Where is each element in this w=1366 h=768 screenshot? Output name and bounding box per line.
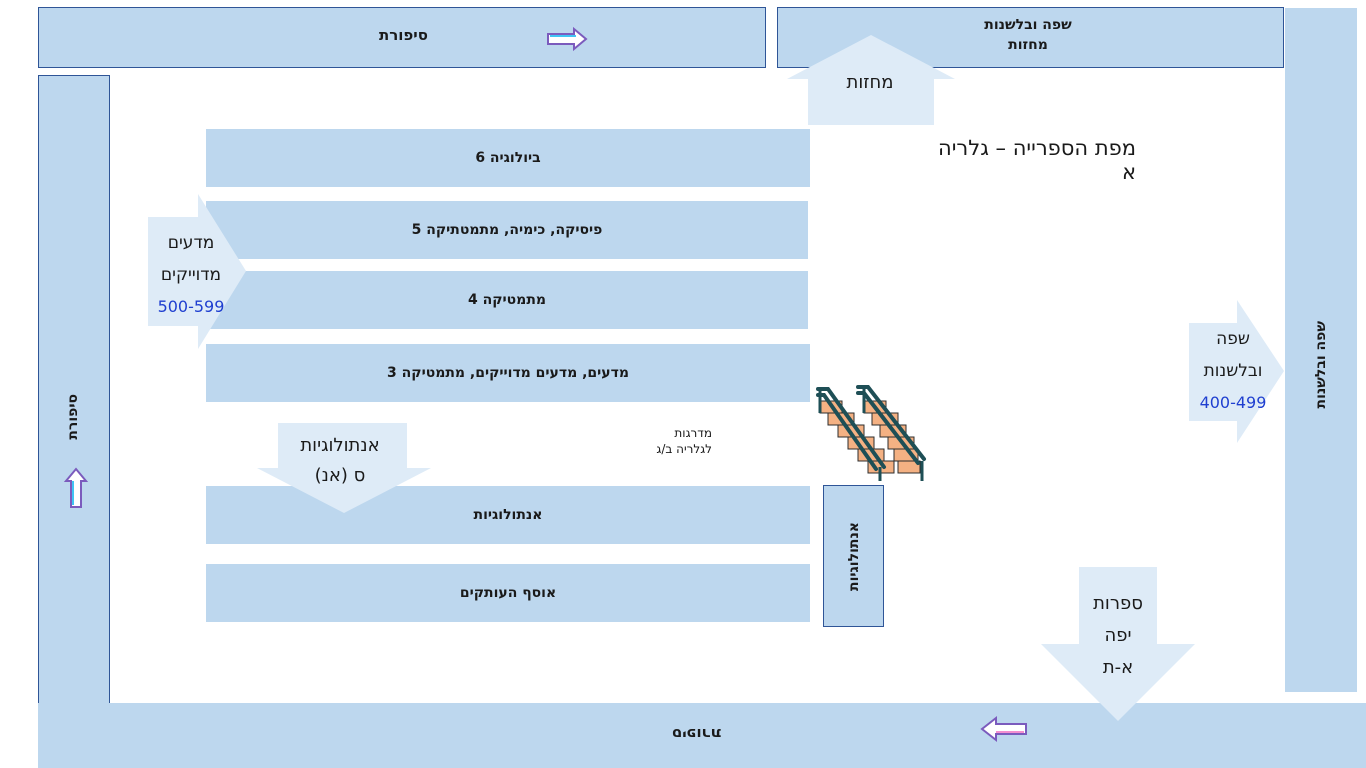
stairs-line2: לגלריה ב/ג [656,442,712,456]
shelf-sciences: מדעים, מדעים מדוייקים, מתמטיקה 3 [206,344,810,402]
top-fiction-label: סיפורת [379,26,428,44]
plays-arrow-label: מחזות [846,72,894,93]
arrow-right-icon [547,26,588,52]
right-language-bar: שפה ובלשנות [1285,8,1357,692]
anthologies-arrow-label: אנתולוגיות ס (אנ) [285,431,395,491]
arrow-left-icon [980,715,1027,743]
fiction-line2: יפה [1104,625,1132,646]
fiction-line1: ספרות [1093,593,1143,614]
left-fiction-label: סיפורת [65,394,81,440]
fiction-line3: א-ת [1102,657,1134,678]
sciences-range: 500-599 [157,297,225,316]
language-line1: שפה [1216,329,1250,349]
shelf-mathematics: מתמטיקה 4 [206,271,808,329]
shelf-copies-collection: אוסף העותקים [206,564,810,622]
language-line2: ובלשנות [1203,361,1263,381]
fiction-arrow-label: ספרות יפה א-ת [1078,588,1158,684]
stairs-label: מדרגות לגלריה ב/ג [630,425,712,457]
stairs-icon [816,385,926,481]
shelf-anthologies: אנתולוגיות [206,486,810,544]
shelf-biology: ביולוגיה 6 [206,129,810,187]
top-fiction-bar: סיפורת [38,7,766,68]
shelf-physics-chemistry: פיסיקה, כימיה, מתמטתיקה 5 [206,201,808,259]
left-fiction-bar: סיפורת [38,75,110,705]
fiction-arrow-shape [1041,567,1195,721]
language-arrow-label: שפה ובלשנות 400-499 [1193,323,1273,419]
right-language-label: שפה ובלשנות [1313,321,1329,409]
arrow-up-icon [63,467,89,508]
anthologies-arrow-shape [257,423,431,513]
sciences-arrow-shape [148,194,246,349]
shelf-anthologies-vertical: אנתולוגיות [823,485,884,627]
anthologies-line1: אנתולוגיות [300,435,380,456]
anthologies-line2: ס (אנ) [314,465,366,486]
top-language-label: שפה ובלשנות [984,17,1072,33]
plays-arrow-shape [787,35,955,125]
sciences-line1: מדעים [167,233,215,253]
page-title: מפת הספרייה – גלריה א [938,136,1136,184]
bottom-fiction-bar: סיפורת [38,703,1366,768]
stairs-line1: מדרגות [674,426,712,440]
language-range: 400-499 [1199,393,1267,412]
sciences-line2: מדוייקים [160,265,222,285]
shelf-anthologies-vertical-label: אנתולוגיות [845,521,862,591]
bottom-fiction-label: סיפורת [672,725,721,743]
sciences-arrow-label: מדעים מדוייקים 500-599 [150,227,232,323]
top-plays-label: מחזות [1008,37,1048,53]
language-arrow-shape [1189,300,1284,443]
